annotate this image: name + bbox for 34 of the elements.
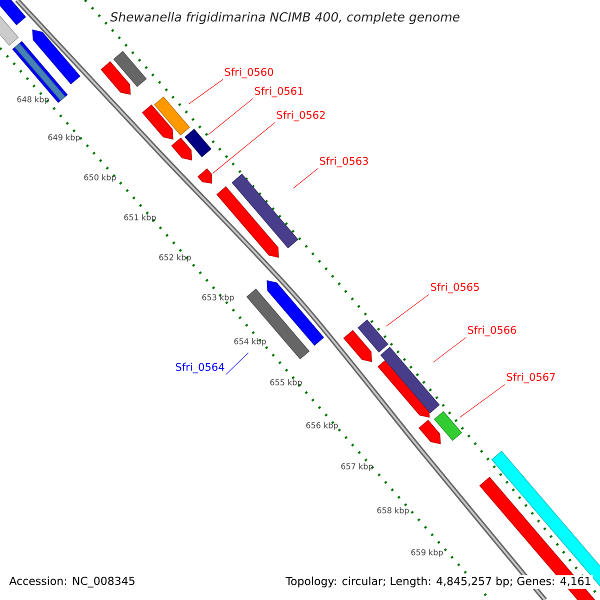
leader-line <box>226 352 249 375</box>
tick-label: 654 kbp <box>234 338 266 346</box>
gene-label: Sfri_0565 <box>430 282 479 294</box>
footer-text: Topology: circular; Length: 4,845,257 bp; Genes: 4,161 <box>284 575 593 589</box>
leader-line <box>293 168 318 189</box>
leader-line <box>212 122 276 174</box>
gene-label: Sfri_0566 <box>468 326 516 336</box>
gene-bar <box>232 174 298 248</box>
tick-label: 650 kbp <box>84 174 116 182</box>
tick-label: 651 kbp <box>124 214 156 222</box>
leader-line <box>460 384 506 418</box>
tick-label: 655 kbp <box>270 379 302 387</box>
gene-bar <box>184 128 212 158</box>
title: Shewanella frigidimarina NCIMB 400, complete genome <box>110 12 460 24</box>
tick-label: 653 kbp <box>202 294 234 302</box>
gene-label: Sfri_0561 <box>254 86 303 98</box>
gene-label: Sfri_0562 <box>276 110 325 122</box>
gene-label: Sfri_0560 <box>224 68 274 78</box>
tick-label: 648 kbp <box>17 96 49 104</box>
leader-line <box>386 294 430 326</box>
tick-label: 652 kbp <box>159 254 191 262</box>
gene-label: Sfri_0564 <box>176 362 224 374</box>
tick-label: 649 kbp <box>48 134 80 142</box>
tick-label: 657 kbp <box>341 463 373 471</box>
tick-label: 656 kbp <box>306 422 338 430</box>
gene-label: Sfri_0563 <box>320 156 368 168</box>
gene-bar <box>380 346 440 414</box>
leader-line <box>433 337 466 362</box>
tick-label: 658 kbp <box>377 507 409 515</box>
leader-line <box>188 79 224 104</box>
footer-text: Accession: NC_008345 <box>9 576 134 588</box>
leader-line <box>208 98 254 135</box>
tick-label: 659 kbp <box>411 549 443 557</box>
gene-label: Sfri_0567 <box>506 372 555 384</box>
